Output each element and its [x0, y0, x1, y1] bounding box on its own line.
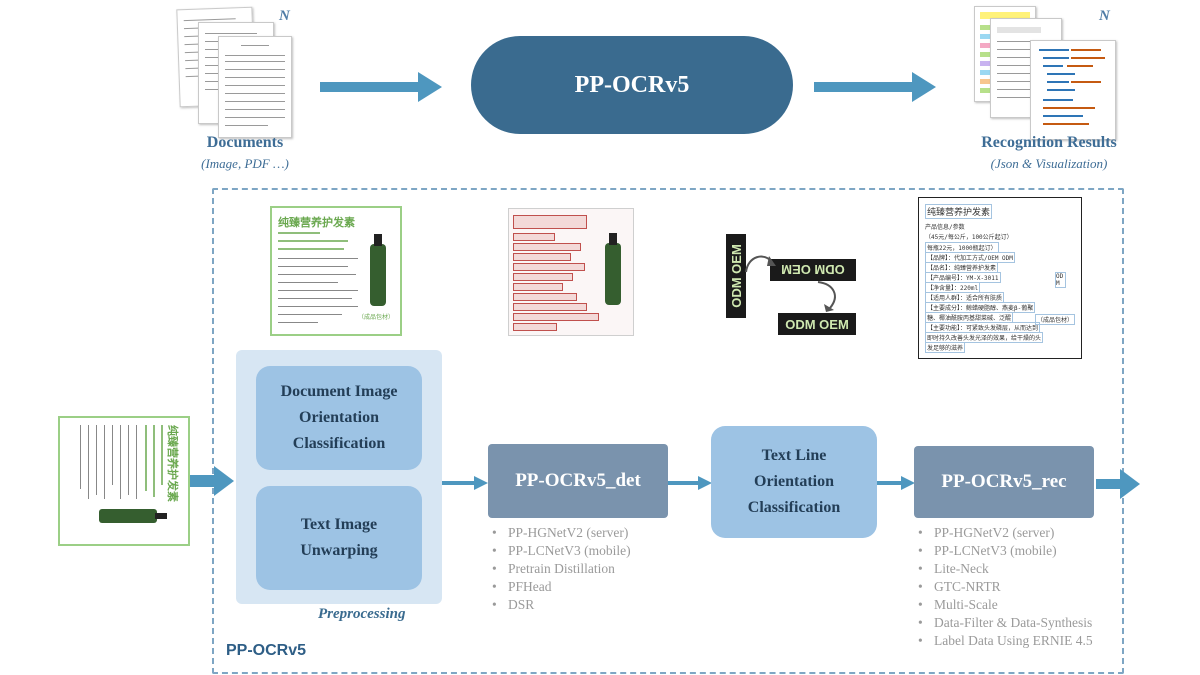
output-results-stack: [974, 6, 1120, 140]
preprocessing-caption: Preprocessing: [318, 606, 406, 622]
rec-feature-item: PP-HGNetV2 (server): [918, 524, 1128, 542]
output-subtitle: (Json & Visualization): [990, 156, 1108, 171]
rotated-product-title: 纯臻营养护发素: [166, 425, 179, 502]
rec-feature-item: Lite-Neck: [918, 560, 1128, 578]
arrow-right-icon: [877, 476, 915, 490]
input-subtitle: (Image, PDF …): [201, 156, 289, 171]
ppocrv5-model-pill: PP-OCRv5: [471, 36, 793, 134]
vertical-text-line: ODM OEM: [726, 234, 746, 318]
detection-result-thumbnail: [508, 208, 634, 336]
det-feature-item: PP-LCNetV3 (mobile): [492, 542, 682, 560]
json-result-sheet: [1030, 40, 1116, 140]
det-feature-item: PP-HGNetV2 (server): [492, 524, 682, 542]
ppocrv5-pipeline-frame: [212, 188, 1124, 674]
rec-text-line: 纯臻营养护发素: [925, 204, 993, 219]
orientation-fixed-thumbnail: 纯臻营养护发素 （成品包材）: [270, 206, 402, 336]
rec-feature-item: Multi-Scale: [918, 596, 1128, 614]
doc-orientation-classification-box: Document Image Orientation Classificatio…: [256, 366, 422, 470]
det-feature-item: PFHead: [492, 578, 682, 596]
arrow-right-icon: [320, 72, 442, 102]
vertical-tag: ODM: [1055, 272, 1066, 288]
input-documents-stack: [176, 6, 292, 138]
rec-feature-item: PP-LCNetV3 (mobile): [918, 542, 1128, 560]
output-count-label: N: [1099, 8, 1110, 24]
rec-feature-item: GTC-NRTR: [918, 578, 1128, 596]
input-image-thumbnail: 纯臻营养护发素: [58, 416, 190, 546]
det-feature-item: DSR: [492, 596, 682, 614]
text-image-unwarping-box: Text Image Unwarping: [256, 486, 422, 590]
rec-feature-list: PP-HGNetV2 (server) PP-LCNetV3 (mobile) …: [918, 524, 1128, 650]
rec-text-line: 发足够的滋养: [925, 342, 966, 353]
input-title: Documents: [206, 134, 284, 151]
det-feature-item: Pretrain Distillation: [492, 560, 682, 578]
output-title: Recognition Results: [981, 134, 1117, 151]
rec-text-line: （45元/每公斤，100公斤起订）: [925, 234, 1013, 241]
rec-feature-item: Data-Filter & Data-Synthesis: [918, 614, 1128, 632]
product-title: 纯臻营养护发素: [278, 216, 355, 229]
arrow-right-icon: [1096, 469, 1140, 499]
arrow-right-icon: [668, 476, 712, 490]
text-line-orientation-box: Text Line Orientation Classification: [711, 426, 877, 538]
arrow-right-icon: [442, 476, 488, 490]
recognition-result-thumbnail: 纯臻营养护发素产品信息/参数（45元/每公斤，100公斤起订）每瓶22元，100…: [918, 197, 1082, 359]
arrow-right-icon: [190, 466, 234, 496]
brand-tag: （成品包材）: [358, 314, 395, 321]
rec-text-line: 即时持久改善头发光泽的效果，给干燥的头: [925, 332, 1044, 343]
brand-tag: （成品包材）: [1035, 314, 1076, 325]
document-sheet: [218, 36, 292, 138]
rec-text-line: 产品信息/参数: [925, 224, 965, 231]
arrow-right-icon: [814, 72, 936, 102]
pipeline-frame-label: PP-OCRv5: [226, 642, 307, 659]
rotate-arrow-icon: [745, 255, 776, 273]
rec-feature-item: Label Data Using ERNIE 4.5: [918, 632, 1128, 650]
det-feature-list: PP-HGNetV2 (server) PP-LCNetV3 (mobile) …: [492, 524, 682, 614]
rotate-arrow-icon: [817, 281, 836, 312]
input-count-label: N: [279, 8, 290, 24]
ppocrv5-rec-box: PP-OCRv5_rec: [914, 446, 1094, 518]
ppocrv5-det-box: PP-OCRv5_det: [488, 444, 668, 518]
corrected-text-line: ODM OEM: [778, 313, 856, 335]
